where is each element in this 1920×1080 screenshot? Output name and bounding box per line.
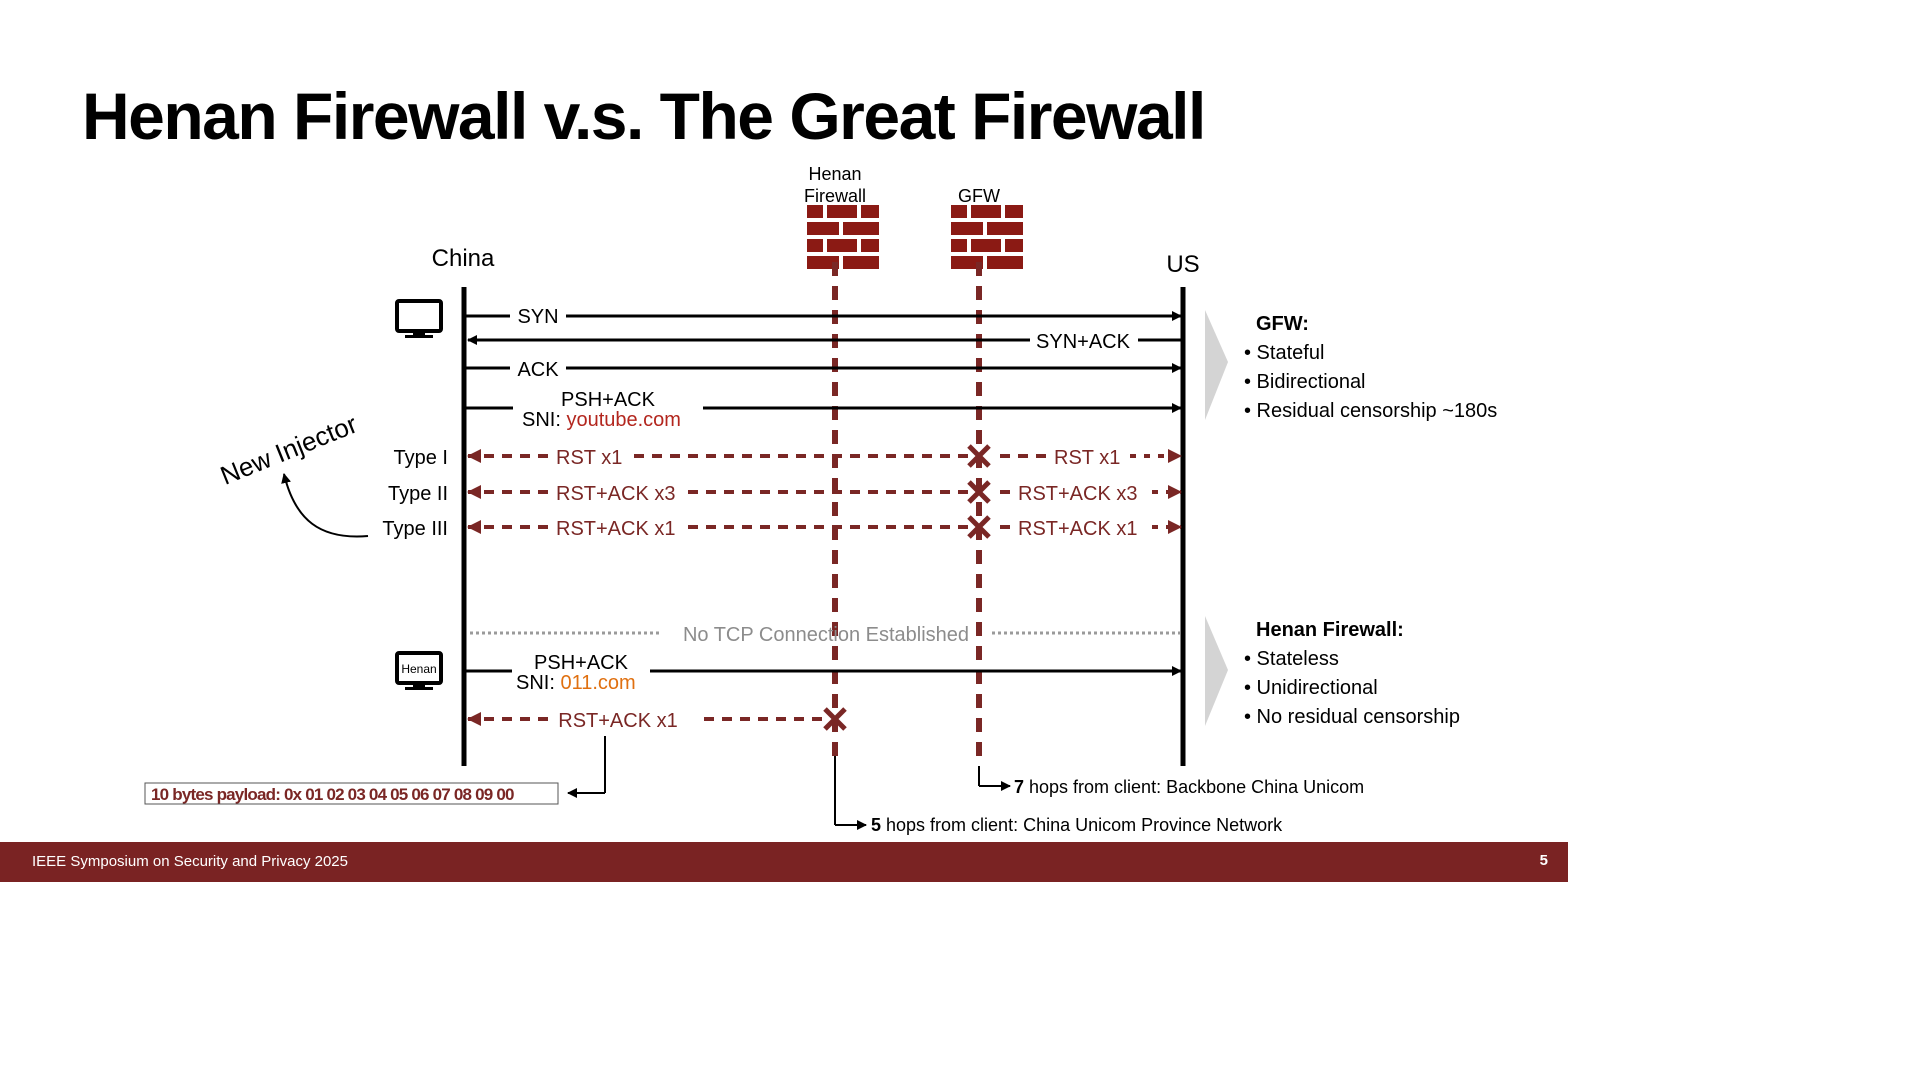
gfw-summary-heading: GFW: <box>1256 313 1309 335</box>
brick <box>861 239 879 252</box>
china-label: China <box>432 245 495 272</box>
injection-row: Type II RST+ACK x3 RST+ACK x3 <box>388 480 1182 505</box>
psh-ack-label: PSH+ACK <box>561 389 656 411</box>
brick <box>807 239 823 252</box>
syn-ack-label: SYN+ACK <box>1036 331 1131 353</box>
injection-row: Type III RST+ACK x1 RST+ACK x1 <box>382 515 1182 540</box>
gfw-summary-chevron <box>1205 310 1228 420</box>
new-injector-pointer <box>281 473 369 538</box>
injection-rows: Type I RST x1 RST x1 Type II RST+ACK x3 RST+A… <box>382 444 1182 540</box>
sni-domain-youtube: youtube.com <box>566 409 681 431</box>
ack-label: ACK <box>517 359 559 381</box>
brick <box>1005 205 1023 218</box>
injection-type-label: Type II <box>388 483 448 505</box>
brick <box>843 256 879 269</box>
syn-label: SYN <box>517 306 558 328</box>
brick <box>951 256 983 269</box>
brick <box>987 256 1023 269</box>
henan-summary-chevron <box>1205 616 1228 726</box>
footer-bar: IEEE Symposium on Security and Privacy 2… <box>0 842 1568 882</box>
sni-label: SNI: youtube.com <box>522 409 681 431</box>
henan-firewall-bricks <box>807 205 879 269</box>
sequence-diagram: China US Henan Firewall GFW SYN SYN+ACK … <box>144 164 1497 835</box>
gfw-bricks <box>951 205 1023 269</box>
brick <box>971 205 1001 218</box>
gfw-injection-x-icon <box>967 444 991 468</box>
henan-firewall-label-2: Firewall <box>804 186 866 206</box>
summary-bullet: • Stateful <box>1244 342 1324 364</box>
henan-sni-label: SNI: 011.com <box>516 672 636 694</box>
computer-icon <box>395 299 443 338</box>
henan-firewall-label-1: Henan <box>808 164 861 184</box>
gfw-hops-note: 7 hops from client: Backbone China Unico… <box>1014 777 1364 797</box>
us-label: US <box>1166 251 1199 278</box>
brick <box>807 256 839 269</box>
payload-note-box <box>144 782 559 805</box>
gfw-injection-x-icon <box>967 480 991 504</box>
summary-bullet: • No residual censorship <box>1244 706 1460 728</box>
brick <box>807 205 823 218</box>
henan-hops-note: 5 hops from client: China Unicom Provinc… <box>871 815 1283 835</box>
brick <box>843 222 879 235</box>
brick <box>951 205 967 218</box>
gfw-injection-x-icon <box>967 515 991 539</box>
summary-bullet: • Residual censorship ~180s <box>1244 400 1497 422</box>
henan-injection-x-icon <box>823 707 847 731</box>
footer-conference: IEEE Symposium on Security and Privacy 2… <box>32 853 348 870</box>
brick <box>971 239 1001 252</box>
injection-type-label: Type I <box>394 447 448 469</box>
gfw-label: GFW <box>958 186 1000 206</box>
injection-right-label: RST x1 <box>1054 447 1120 469</box>
brick <box>987 222 1023 235</box>
brick <box>827 205 857 218</box>
slide-title: Henan Firewall v.s. The Great Firewall <box>82 79 1206 153</box>
injection-type-label: Type III <box>382 518 448 540</box>
injection-left-label: RST+ACK x1 <box>556 518 675 540</box>
injection-right-label: RST+ACK x3 <box>1018 483 1137 505</box>
brick <box>951 222 983 235</box>
svg-text:Henan: Henan <box>401 662 436 676</box>
injection-right-label: RST+ACK x1 <box>1018 518 1137 540</box>
henan-summary-heading: Henan Firewall: <box>1256 619 1404 641</box>
henan-computer-icon: Henan <box>395 651 443 690</box>
injection-left-label: RST+ACK x3 <box>556 483 675 505</box>
payload-note: 10 bytes payload: 0x 01 02 03 04 05 06 0… <box>151 785 514 804</box>
brick <box>827 239 857 252</box>
summary-bullet: • Stateless <box>1244 648 1339 670</box>
brick <box>951 239 967 252</box>
injection-row: Type I RST x1 RST x1 <box>394 444 1182 469</box>
sni-domain-011: 011.com <box>560 672 635 694</box>
henan-rst-label: RST+ACK x1 <box>558 710 677 732</box>
no-tcp-connection-label: No TCP Connection Established <box>683 624 969 646</box>
brick <box>861 205 879 218</box>
summary-bullet: • Unidirectional <box>1244 677 1378 699</box>
injection-left-label: RST x1 <box>556 447 622 469</box>
henan-psh-ack-label: PSH+ACK <box>534 652 629 674</box>
summary-bullet: • Bidirectional <box>1244 371 1366 393</box>
new-injector-label: New Injector <box>216 409 362 491</box>
brick <box>807 222 839 235</box>
slide: Henan Firewall v.s. The Great Firewall C… <box>0 79 1568 882</box>
page-number: 5 <box>1539 852 1548 869</box>
brick <box>1005 239 1023 252</box>
